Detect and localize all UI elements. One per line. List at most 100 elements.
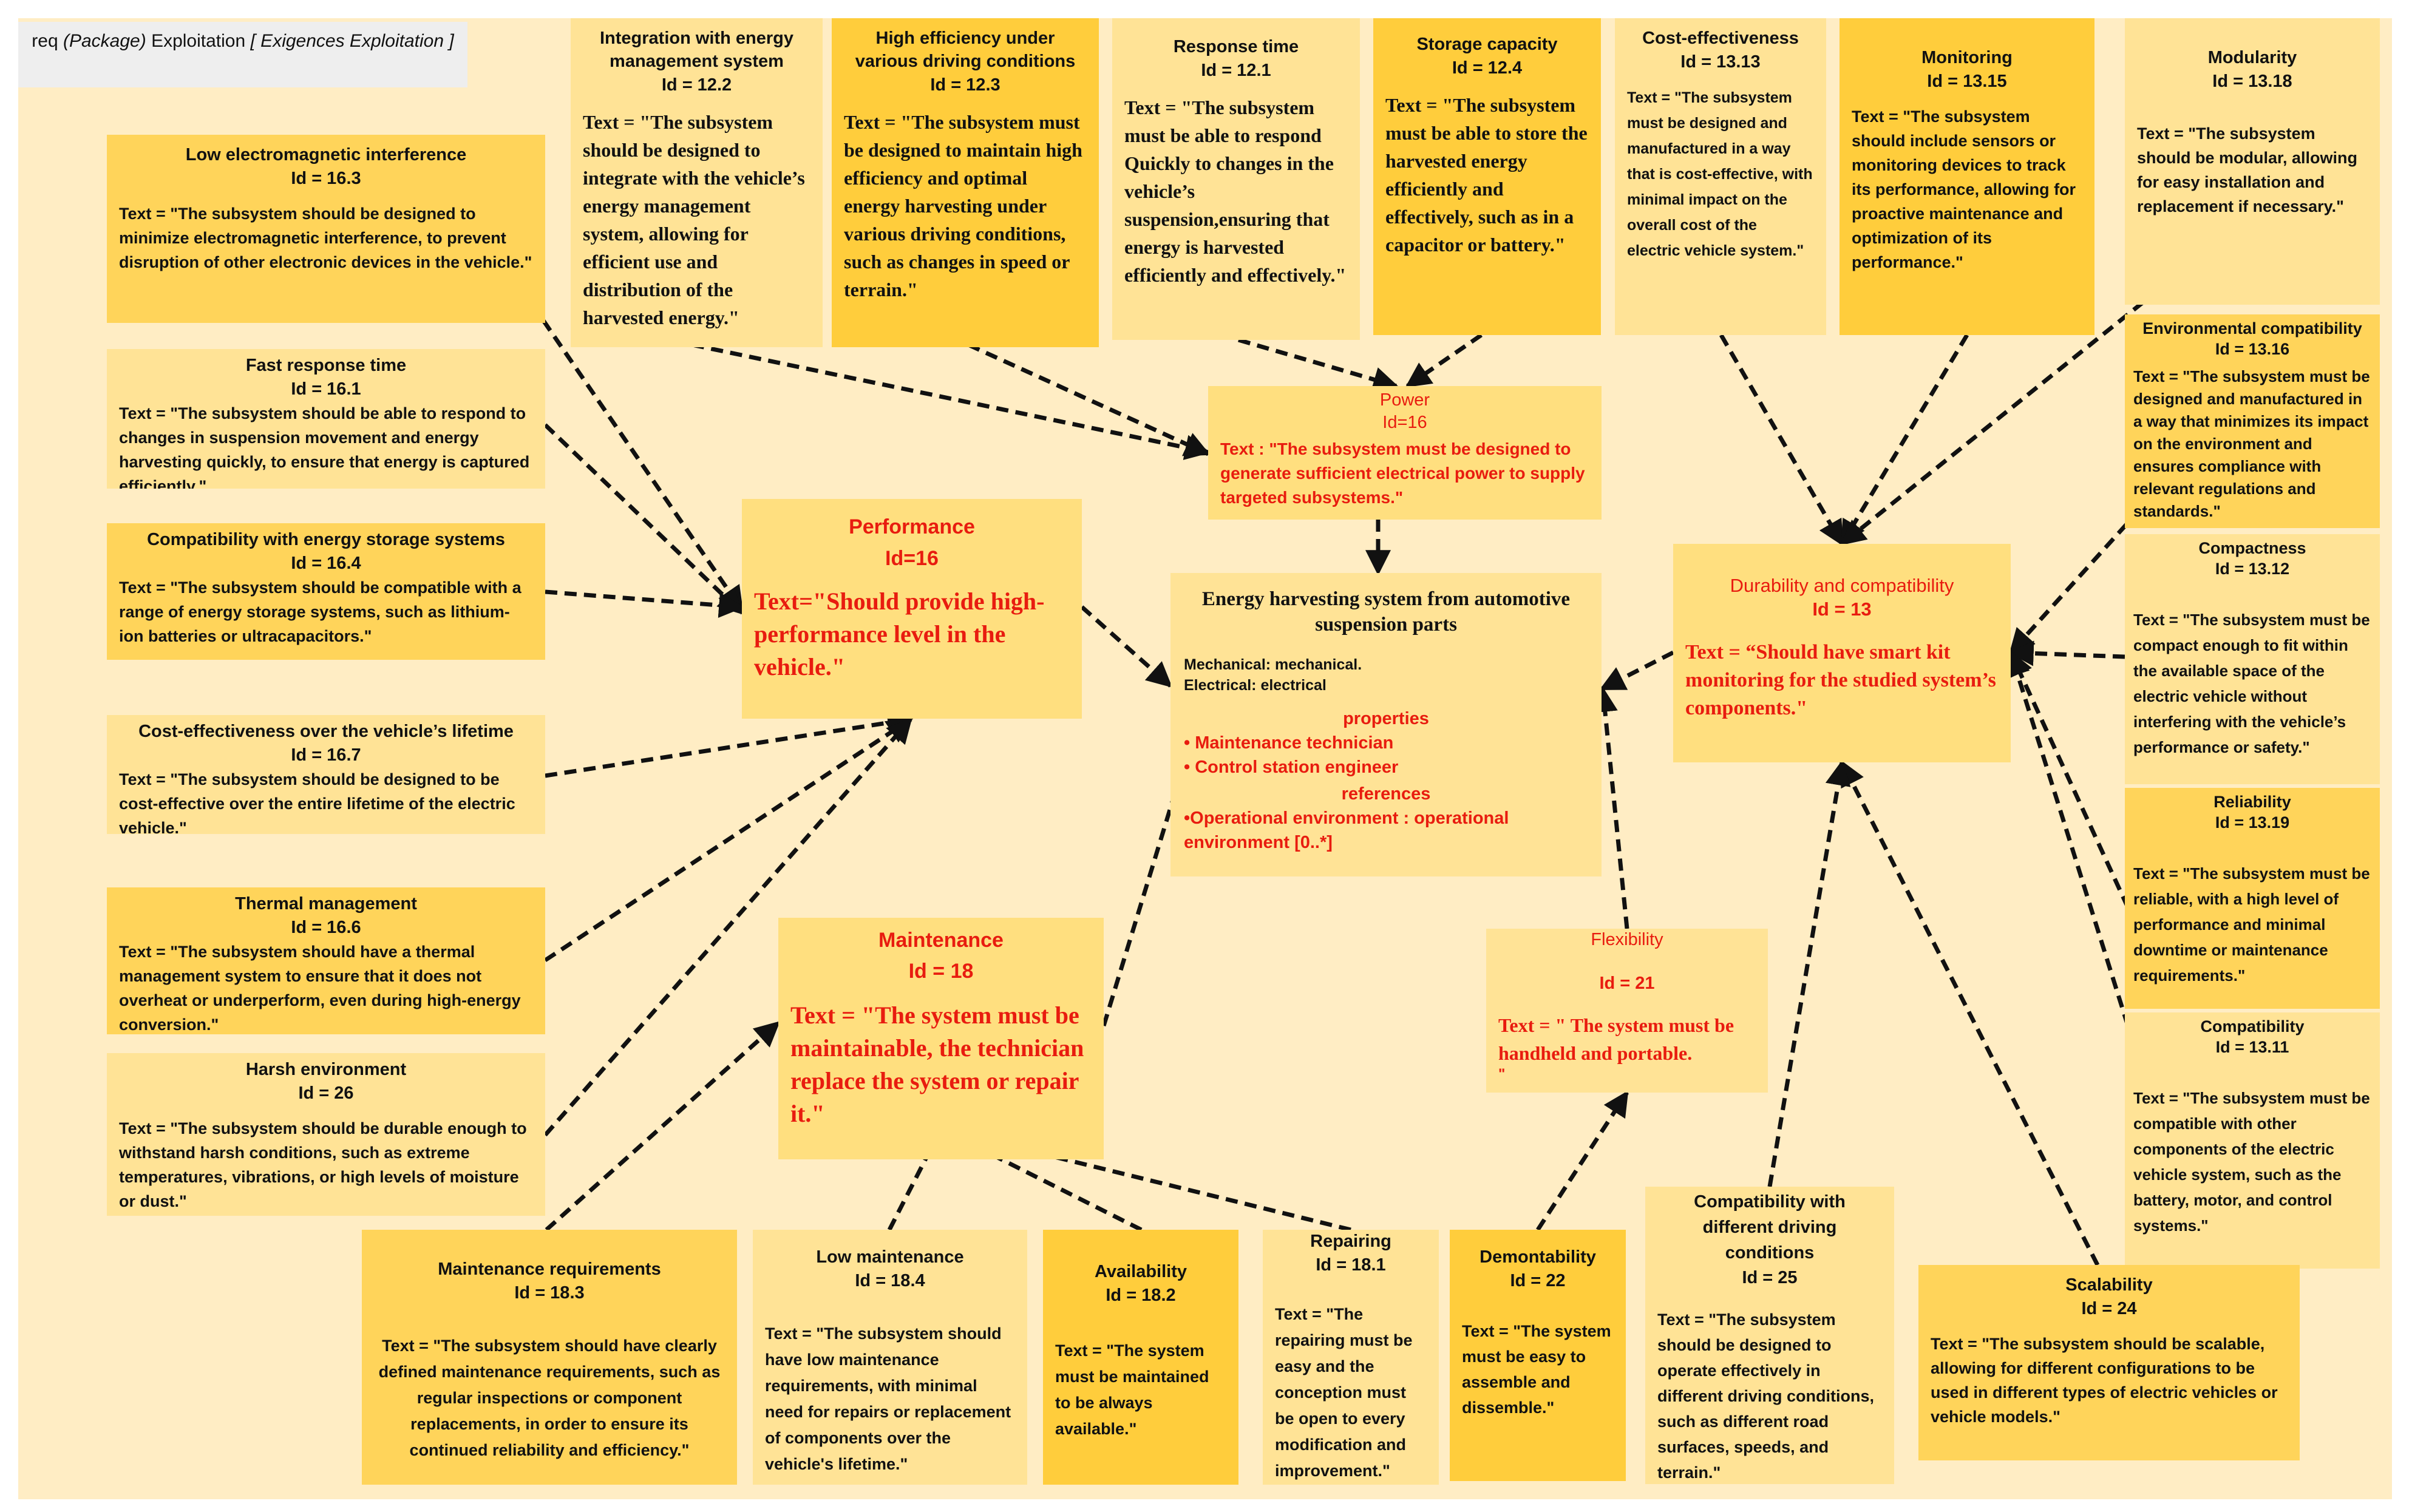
req-id: Id = 13.18 xyxy=(2212,72,2292,91)
req-repairing[interactable]: Repairing Id = 18.1 Text = "The repairin… xyxy=(1263,1230,1439,1485)
req-maintenance-requirements[interactable]: Maintenance requirements Id = 18.3 Text … xyxy=(362,1230,737,1485)
req-id: Id = 13.13 xyxy=(1680,52,1761,72)
req-id: Id = 18.1 xyxy=(1316,1255,1386,1275)
req-id: Id = 18.3 xyxy=(514,1283,585,1303)
req-performance[interactable]: Performance Id=16 Text="Should provide h… xyxy=(742,499,1082,719)
req-text: Text = "The subsystem should be designed… xyxy=(1657,1310,1874,1482)
properties-label: properties xyxy=(1343,709,1429,728)
req-id: Id = 25 xyxy=(1742,1268,1798,1287)
req-high-efficiency[interactable]: High efficiency under various driving co… xyxy=(832,18,1099,347)
req-reliability[interactable]: Reliability Id = 13.19 Text = "The subsy… xyxy=(2125,788,2380,1009)
req-compatibility[interactable]: Compatibility Id = 13.11 Text = "The sub… xyxy=(2125,1012,2380,1269)
req-text: Text = "The subsystem should be modular,… xyxy=(2137,124,2358,215)
req-flexibility[interactable]: Flexibility Id = 21 Text = " The system … xyxy=(1486,929,1768,1093)
req-energy-storage-compat[interactable]: Compatibility with energy storage system… xyxy=(107,523,545,660)
req-low-maintenance[interactable]: Low maintenance Id = 18.4 Text = "The su… xyxy=(753,1230,1027,1485)
req-id: Id = 16.6 xyxy=(291,918,361,937)
property-item: • Maintenance technician xyxy=(1184,733,1394,753)
req-text: Text = "The system must be maintained to… xyxy=(1055,1341,1209,1438)
req-text: Text = "The subsystem should be durable … xyxy=(119,1119,527,1210)
req-id: Id = 22 xyxy=(1510,1271,1566,1290)
reference-item: •Operational environment : operational e… xyxy=(1184,809,1509,852)
req-lifetime-cost[interactable]: Cost-effectiveness over the vehicle’s li… xyxy=(107,715,545,834)
req-title: Storage capacity xyxy=(1416,35,1558,54)
block-energy-harvesting-system[interactable]: Energy harvesting system from automotive… xyxy=(1170,573,1602,876)
req-monitoring[interactable]: Monitoring Id = 13.15 Text = "The subsys… xyxy=(1840,18,2094,335)
req-id: Id = 12.3 xyxy=(930,75,1000,95)
req-text: Text = "The subsystem must be designed a… xyxy=(1627,89,1813,259)
req-id: Id = 12.2 xyxy=(661,75,732,95)
req-low-emi[interactable]: Low electromagnetic interference Id = 16… xyxy=(107,135,545,323)
req-title: Availability xyxy=(1094,1262,1187,1281)
req-title: Reliability xyxy=(2213,793,2291,811)
req-title: High efficiency under various driving co… xyxy=(855,29,1076,71)
req-id: Id = 18.2 xyxy=(1106,1286,1176,1305)
req-title: Fast response time xyxy=(245,356,407,375)
req-demontability[interactable]: Demontability Id = 22 Text = "The system… xyxy=(1450,1230,1626,1481)
req-text: Text = "The subsystem must be able to st… xyxy=(1385,94,1588,256)
req-text: Text = "The subsystem must be designed a… xyxy=(2133,367,2370,520)
req-id: Id = 12.1 xyxy=(1201,61,1271,80)
req-title: Performance xyxy=(849,515,975,538)
req-text: Text = "The repairing must be easy and t… xyxy=(1275,1305,1413,1480)
req-title: Durability and compatibility xyxy=(1730,575,1954,596)
req-title: Integration with energy management syste… xyxy=(599,29,794,71)
req-text: Text = "The subsystem must be able to re… xyxy=(1124,97,1347,286)
req-text: Text = "The subsystem must be compact en… xyxy=(2133,611,2370,756)
req-fast-response[interactable]: Fast response time Id = 16.1 Text = "The… xyxy=(107,349,545,489)
req-id: Id = 13 xyxy=(1812,598,1872,620)
req-environmental-compat[interactable]: Environmental compatibility Id = 13.16 T… xyxy=(2125,314,2380,528)
req-text: Text = "The system must be maintainable,… xyxy=(790,1002,1084,1127)
req-scalability[interactable]: Scalability Id = 24 Text = "The subsyste… xyxy=(1918,1265,2300,1460)
req-availability[interactable]: Availability Id = 18.2 Text = "The syste… xyxy=(1043,1230,1238,1485)
req-title: Scalability xyxy=(2065,1275,2153,1295)
req-id: Id=16 xyxy=(1382,413,1427,432)
req-id: Id = 16.7 xyxy=(291,745,361,765)
package-frame-label: req (Package) Exploitation [ Exigences E… xyxy=(18,22,467,87)
req-compactness[interactable]: Compactness Id = 13.12 Text = "The subsy… xyxy=(2125,534,2380,784)
req-driving-conditions-compat[interactable]: Compatibility with different driving con… xyxy=(1645,1187,1894,1484)
req-id: Id = 16.1 xyxy=(291,379,361,399)
req-text: Text = "The subsystem must be reliable, … xyxy=(2133,864,2370,985)
req-text: Text = "The subsystem should be designed… xyxy=(119,205,532,271)
req-title: Low electromagnetic interference xyxy=(185,145,467,164)
req-title: Compatibility with different driving con… xyxy=(1694,1192,1846,1263)
req-text: Text = "The subsystem should be designed… xyxy=(583,111,805,328)
req-text-trailing: " xyxy=(1498,1066,1506,1082)
req-id: Id = 24 xyxy=(2081,1299,2137,1318)
req-title: Maintenance xyxy=(878,929,1004,952)
req-title: Environmental compatibility xyxy=(2142,319,2362,337)
req-title: Compactness xyxy=(2198,539,2306,557)
req-text: Text = "The subsystem should have clearl… xyxy=(378,1337,721,1459)
req-id: Id = 13.19 xyxy=(2215,813,2290,832)
block-mechanical: Mechanical: mechanical. xyxy=(1184,656,1362,673)
req-id: Id = 26 xyxy=(298,1083,354,1103)
req-power[interactable]: Power Id=16 Text : "The subsystem must b… xyxy=(1208,386,1602,520)
req-title: Harsh environment xyxy=(245,1060,407,1079)
req-modularity[interactable]: Modularity Id = 13.18 Text = "The subsys… xyxy=(2125,18,2380,305)
package-alias: [ Exigences Exploitation ] xyxy=(250,31,454,51)
req-text: Text = "The subsystem should have a ther… xyxy=(119,943,521,1034)
req-text: Text = "The subsystem should be designed… xyxy=(119,770,515,834)
req-durability-compatibility[interactable]: Durability and compatibility Id = 13 Tex… xyxy=(1673,544,2011,762)
req-energy-mgmt-integration[interactable]: Integration with energy management syste… xyxy=(571,18,823,347)
req-title: Compatibility xyxy=(2200,1017,2305,1036)
req-title: Monitoring xyxy=(1921,48,2013,67)
req-id: Id = 16.3 xyxy=(291,169,361,188)
req-title: Thermal management xyxy=(235,894,417,914)
property-item: • Control station engineer xyxy=(1184,758,1399,777)
req-storage-capacity[interactable]: Storage capacity Id = 12.4 Text = "The s… xyxy=(1373,18,1601,335)
req-text: Text : "The subsystem must be designed t… xyxy=(1220,439,1585,507)
req-id: Id = 13.16 xyxy=(2215,340,2290,358)
req-id: Id = 18 xyxy=(908,960,974,983)
req-cost-effectiveness[interactable]: Cost-effectiveness Id = 13.13 Text = "Th… xyxy=(1615,18,1826,335)
req-maintenance[interactable]: Maintenance Id = 18 Text = "The system m… xyxy=(778,918,1104,1159)
req-harsh-environment[interactable]: Harsh environment Id = 26 Text = "The su… xyxy=(107,1053,545,1216)
req-text: Text = "The subsystem must be designed t… xyxy=(844,111,1082,300)
req-title: Flexibility xyxy=(1591,930,1663,949)
req-response-time[interactable]: Response time Id = 12.1 Text = "The subs… xyxy=(1112,18,1360,340)
block-title: Energy harvesting system from automotive… xyxy=(1201,588,1571,636)
references-label: references xyxy=(1341,784,1431,804)
req-thermal-management[interactable]: Thermal management Id = 16.6 Text = "The… xyxy=(107,887,545,1034)
req-title: Modularity xyxy=(2207,48,2297,67)
